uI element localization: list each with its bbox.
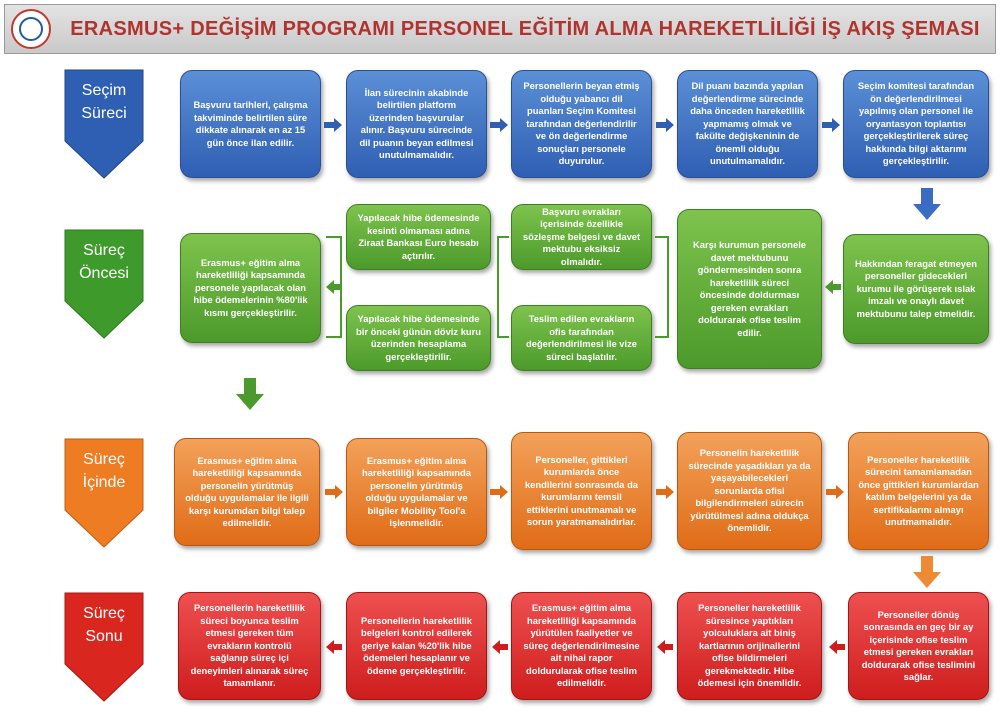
stage-secim-line1: Seçim — [81, 82, 127, 99]
header-bar: ERASMUS+ DEĞİŞİM PROGRAMI PERSONEL EĞİTİ… — [4, 4, 996, 54]
secim-step-4: Dil puanı bazında yapılan değerlendirme … — [677, 70, 818, 178]
arrow-right-icon — [656, 118, 674, 132]
arrow-right-icon — [656, 485, 674, 499]
oncesi-davet: Karşı kurumun personele davet mektubunu … — [677, 209, 822, 369]
arrow-right-icon — [490, 485, 508, 499]
arrow-down-icon — [913, 556, 941, 588]
sonu-step-4: Personeller hareketlilik süresince yaptı… — [677, 592, 822, 700]
stage-oncesi: Süreç Öncesi — [64, 229, 144, 339]
arrow-down-icon — [913, 188, 941, 220]
secim-step-2: İlan sürecinin akabinde belirtilen platf… — [346, 70, 487, 178]
arrow-left-icon — [829, 640, 845, 654]
sonu-step-3: Erasmus+ eğitim alma hareketliliği kapsa… — [511, 592, 652, 700]
arrow-right-icon — [325, 485, 343, 499]
oncesi-teslim: Teslim edilen evrakların ofis tarafından… — [511, 305, 652, 371]
stage-secim-line2: Süreci — [81, 105, 127, 123]
stage-oncesi-line2: Öncesi — [79, 265, 129, 283]
page-title: ERASMUS+ DEĞİŞİM PROGRAMI PERSONEL EĞİTİ… — [70, 18, 980, 40]
bracket-connector — [655, 236, 669, 338]
arrow-right-icon — [490, 118, 508, 132]
arrow-left-icon — [326, 280, 342, 294]
arrow-left-icon — [657, 640, 673, 654]
oncesi-doviz: Yapılacak hibe ödemesinde bir önceki gün… — [346, 305, 491, 371]
stage-secim: Seçim Süreci — [64, 69, 144, 179]
stage-icinde: Süreç İçinde — [64, 438, 144, 548]
arrow-left-icon — [825, 280, 841, 294]
arrow-down-icon — [236, 378, 264, 410]
arrow-left-icon — [326, 640, 342, 654]
icinde-step-3: Personeller, gittikleri kurumlarda önce … — [511, 432, 652, 550]
oncesi-kesinti: Yapılacak hibe ödemesinde kesinti olmama… — [346, 204, 491, 270]
university-seal-icon — [11, 9, 51, 49]
icinde-step-5: Personeller hareketlilik sürecini tamaml… — [848, 432, 989, 550]
icinde-step-4: Personelin hareketlilik sürecinde yaşadı… — [677, 432, 822, 550]
oncesi-yuzde80: Erasmus+ eğitim alma hareketliliği kapsa… — [180, 233, 321, 343]
icinde-step-1: Erasmus+ eğitim alma hareketliliği kapsa… — [174, 438, 320, 546]
bracket-connector — [497, 236, 509, 338]
sonu-step-5: Personeller dönüş sonrasında en geç bir … — [848, 592, 989, 700]
arrow-right-icon — [324, 118, 342, 132]
sonu-step-1: Personellerin hareketlilik süreci boyunc… — [178, 592, 321, 700]
secim-step-1: Başvuru tarihleri, çalışma takviminde be… — [180, 70, 321, 178]
secim-step-3: Personellerin beyan etmiş olduğu yabancı… — [511, 70, 652, 178]
arrow-right-icon — [826, 485, 844, 499]
stage-icinde-line2: İçinde — [82, 474, 126, 492]
stage-sonu-line1: Süreç — [83, 605, 125, 622]
stage-icinde-line1: Süreç — [83, 451, 125, 468]
arrow-left-icon — [492, 640, 508, 654]
oncesi-feragat: Hakkından feragat etmeyen personeller gi… — [843, 234, 989, 344]
stage-sonu: Süreç Sonu — [64, 592, 144, 702]
stage-sonu-line2: Sonu — [85, 628, 123, 646]
icinde-step-2: Erasmus+ eğitim alma hareketliliği kapsa… — [346, 438, 487, 546]
arrow-right-icon — [822, 118, 840, 132]
secim-step-5: Seçim komitesi tarafından ön değerlendir… — [843, 70, 989, 178]
oncesi-basvuru-evrak: Başvuru evrakları içerisinde özellikle s… — [511, 204, 652, 270]
sonu-step-2: Personellerin hareketlilik belgeleri kon… — [346, 592, 487, 700]
stage-oncesi-line1: Süreç — [83, 242, 125, 259]
